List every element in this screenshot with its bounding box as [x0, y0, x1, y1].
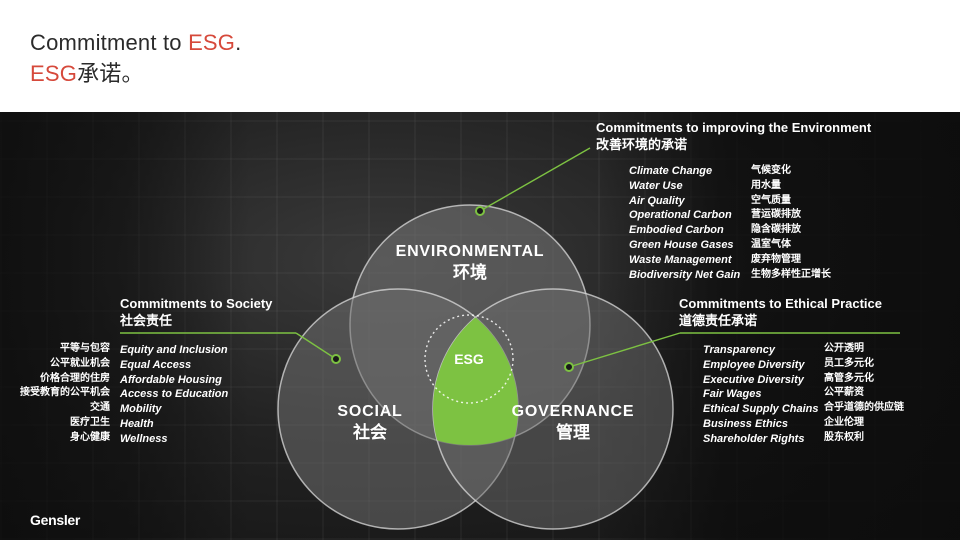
environment-callout-title: Commitments to improving the Environment…	[596, 119, 871, 153]
list-item: 价格合理的住房	[40, 372, 110, 384]
environment-list-en: Climate Change Water Use Air Quality Ope…	[629, 164, 740, 282]
list-item: 合乎道德的供应链	[824, 402, 904, 414]
ethical-list-en: Transparency Employee Diversity Executiv…	[703, 343, 819, 447]
list-item: Biodiversity Net Gain	[629, 268, 741, 281]
ethical-callout-title: Commitments to Ethical Practice 道德责任承诺	[679, 295, 882, 329]
list-item: Executive Diversity	[703, 373, 804, 386]
list-item: Climate Change	[629, 165, 713, 177]
list-item: 公平就业机会	[50, 357, 110, 369]
list-item: 员工多元化	[824, 357, 874, 369]
society-title-zh: 社会责任	[120, 313, 173, 328]
esg-center-label: ESG	[454, 351, 484, 367]
list-item: Air Quality	[629, 194, 685, 207]
social-label-en: SOCIAL	[337, 403, 403, 420]
list-item: Operational Carbon	[629, 209, 732, 222]
title-english: Commitment to ESG.	[30, 27, 241, 58]
title-accent: ESG	[188, 30, 236, 55]
environmental-label: ENVIRONMENTAL 环境	[367, 241, 573, 283]
governance-label-zh: 管理	[556, 423, 590, 442]
list-item: Employee Diversity	[703, 358, 805, 371]
list-item: Water Use	[629, 179, 683, 192]
list-item: 平等与包容	[60, 343, 110, 354]
list-item: 高管多元化	[824, 372, 874, 384]
title-zh-text: 承诺。	[77, 61, 144, 86]
environment-connector-dot	[475, 206, 485, 216]
ethical-list-zh: 公开透明 员工多元化 高管多元化 公平薪资 合乎道德的供应链 企业伦理 股东权利	[824, 342, 904, 446]
list-item: 生物多样性正增长	[751, 268, 831, 280]
list-item: Waste Management	[629, 253, 732, 266]
ethical-title-en: Commitments to Ethical Practice	[679, 296, 882, 311]
gensler-logo: Gensler	[30, 512, 81, 528]
governance-label: GOVERNANCE 管理	[493, 401, 653, 443]
environment-connector-line	[479, 147, 591, 212]
list-item: 隐含碳排放	[751, 224, 801, 236]
diagram-panel	[0, 112, 960, 540]
society-connector-dot	[331, 354, 341, 364]
governance-label-en: GOVERNANCE	[511, 403, 635, 420]
environment-title-zh: 改善环境的承诺	[596, 137, 688, 152]
list-item: Business Ethics	[703, 417, 788, 430]
social-label-zh: 社会	[353, 423, 387, 442]
list-item: 空气质量	[751, 194, 791, 206]
esg-intersection	[433, 289, 518, 445]
list-item: 温室气体	[751, 238, 791, 250]
list-item: 企业伦理	[824, 416, 864, 428]
list-item: Wellness	[120, 432, 168, 445]
list-item: Health	[120, 417, 154, 430]
background-shade-right	[600, 112, 960, 540]
list-item: 接受教育的公平机会	[20, 387, 110, 399]
environmental-label-zh: 环境	[453, 263, 487, 282]
environment-title-en: Commitments to improving the Environment	[596, 120, 872, 135]
list-item: Shareholder Rights	[703, 432, 805, 445]
ethical-connector-dot	[564, 362, 574, 372]
list-item: 身心健康	[70, 431, 110, 443]
environment-list-zh: 气候变化 用水量 空气质量 营运碳排放 隐含碳排放 温室气体 废弃物管理 生物多…	[751, 164, 831, 282]
title-chinese: ESG承诺。	[30, 58, 241, 89]
list-item: Ethical Supply Chains	[703, 403, 819, 416]
list-item: Green House Gases	[629, 238, 734, 251]
environmental-label-en: ENVIRONMENTAL	[395, 243, 545, 260]
venn-diagram	[120, 147, 900, 530]
society-callout-title: Commitments to Society 社会责任	[120, 295, 272, 329]
title-period: .	[235, 30, 242, 55]
ethical-title-zh: 道德责任承诺	[679, 313, 758, 328]
list-item: Mobility	[120, 403, 162, 416]
list-item: Fair Wages	[703, 388, 762, 401]
list-item: Access to Education	[120, 388, 229, 401]
society-list-en: Equity and Inclusion Equal Access Afford…	[120, 343, 228, 447]
list-item: 股东权利	[824, 431, 864, 443]
list-item: Embodied Carbon	[629, 224, 724, 237]
title-text: Commitment to	[30, 30, 189, 55]
list-item: 气候变化	[751, 165, 791, 176]
esg-dotted-ring	[424, 314, 514, 404]
list-item: 交通	[90, 402, 110, 414]
society-connector-diagonal	[295, 332, 337, 360]
society-list-zh: 平等与包容 公平就业机会 价格合理的住房 接受教育的公平机会 交通 医疗卫生 身…	[20, 342, 110, 446]
list-item: Affordable Housing	[120, 373, 222, 386]
list-item: 医疗卫生	[70, 416, 110, 428]
list-item: 公平薪资	[824, 387, 864, 399]
title-zh-accent: ESG	[30, 61, 78, 86]
list-item: 公开透明	[824, 343, 864, 354]
background-shade-left	[0, 112, 250, 540]
social-label: SOCIAL 社会	[310, 401, 430, 443]
list-item: Equal Access	[120, 358, 192, 371]
slide-title: Commitment to ESG. ESG承诺。	[30, 27, 241, 89]
ethical-connector-diagonal	[568, 332, 681, 368]
list-item: Equity and Inclusion	[120, 344, 228, 356]
list-item: Transparency	[703, 344, 775, 356]
society-title-en: Commitments to Society	[120, 296, 273, 311]
list-item: 用水量	[751, 179, 781, 191]
list-item: 营运碳排放	[751, 209, 801, 221]
list-item: 废弃物管理	[751, 253, 801, 265]
